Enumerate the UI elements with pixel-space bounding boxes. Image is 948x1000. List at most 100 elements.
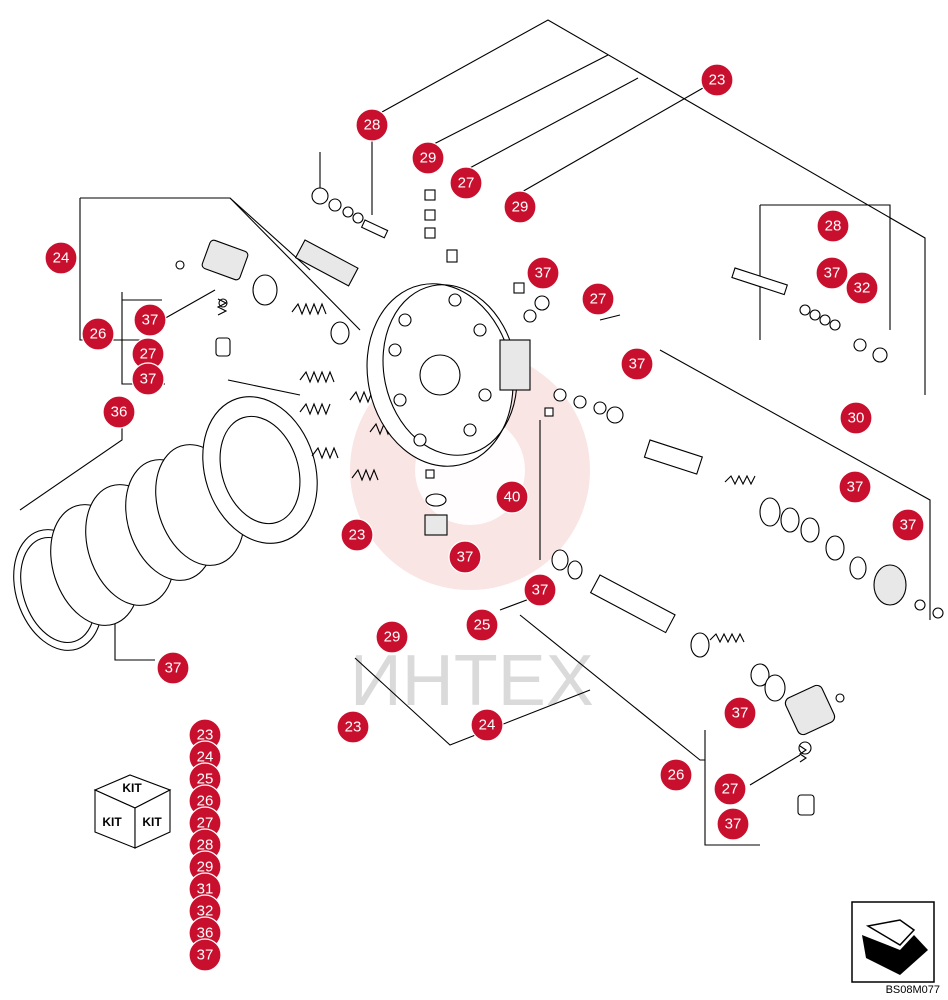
callout-37: 37 — [716, 807, 750, 841]
callout-number: 37 — [142, 312, 159, 329]
upper-valve-parts — [175, 187, 554, 536]
callout-circle — [620, 347, 654, 381]
callout-circle — [815, 256, 849, 290]
callout-24: 24 — [44, 241, 78, 275]
callout-number: 23 — [349, 527, 366, 544]
callout-number: 31 — [197, 881, 214, 898]
callout-circle — [340, 518, 374, 552]
callout-circle — [188, 938, 222, 972]
callout-number: 40 — [504, 489, 521, 506]
callout-circle — [838, 470, 872, 504]
callout-27: 27 — [713, 772, 747, 806]
callout-23: 23 — [336, 710, 370, 744]
callout-number: 29 — [197, 859, 214, 876]
callout-number: 27 — [590, 291, 607, 308]
callout-number: 24 — [53, 250, 70, 267]
callout-37: 37 — [523, 573, 557, 607]
brake-ring-set — [13, 396, 318, 651]
callout-circle — [713, 772, 747, 806]
callout-circle — [102, 395, 136, 429]
callout-37: 37 — [891, 508, 925, 542]
callout-37: 37 — [131, 362, 165, 396]
callout-36: 36 — [102, 395, 136, 429]
callout-circle — [659, 758, 693, 792]
kit-icon-label-left: KIT — [102, 815, 122, 829]
kit-icon-label-top: KIT — [122, 781, 142, 795]
callout-number: 28 — [197, 837, 214, 854]
callout-number: 32 — [854, 280, 871, 297]
leader-lines — [19, 19, 931, 846]
callout-circle — [891, 508, 925, 542]
callout-circle — [131, 362, 165, 396]
callout-number: 37 — [535, 265, 552, 282]
callout-26: 26 — [81, 317, 115, 351]
callout-number: 37 — [725, 816, 742, 833]
callout-circle — [503, 190, 537, 224]
callout-29: 29 — [411, 141, 445, 175]
callout-number: 24 — [479, 717, 496, 734]
callout-number: 37 — [165, 660, 182, 677]
callout-circle — [375, 620, 409, 654]
callout-circle — [523, 573, 557, 607]
callout-number: 37 — [197, 947, 214, 964]
valve-plate — [366, 283, 531, 467]
callout-23: 23 — [700, 63, 734, 97]
callout-number: 28 — [825, 218, 842, 235]
callout-number: 37 — [900, 517, 917, 534]
callout-number: 24 — [197, 749, 214, 766]
callout-circle — [581, 282, 615, 316]
callout-number: 27 — [458, 175, 475, 192]
callout-37: 37 — [723, 696, 757, 730]
callout-number: 37 — [629, 356, 646, 373]
callout-32: 32 — [845, 271, 879, 305]
callout-37: 37 — [156, 651, 190, 685]
kit-box-icon: KIT KIT KIT — [93, 774, 172, 849]
callout-number: 29 — [384, 629, 401, 646]
callout-25: 25 — [465, 608, 499, 642]
next-page-arrow-icon[interactable] — [851, 901, 935, 983]
callout-number: 26 — [90, 326, 107, 343]
kit-icon-label-right: KIT — [142, 815, 162, 829]
callout-number: 37 — [532, 582, 549, 599]
callout-37: 37 — [133, 303, 167, 337]
right-valve-spool — [553, 267, 944, 619]
callout-circle — [411, 141, 445, 175]
callout-40: 40 — [495, 480, 529, 514]
callout-number: 29 — [420, 150, 437, 167]
callout-circle — [133, 303, 167, 337]
callout-number: 28 — [364, 117, 381, 134]
callout-37: 37 — [815, 256, 849, 290]
callout-30: 30 — [839, 401, 873, 435]
callout-27: 27 — [449, 166, 483, 200]
callout-circle — [526, 256, 560, 290]
callout-number: 27 — [197, 815, 214, 832]
callout-circle — [465, 608, 499, 642]
callout-number: 32 — [197, 903, 214, 920]
callout-circle — [448, 540, 482, 574]
callout-37: 37 — [620, 347, 654, 381]
callout-number: 27 — [722, 781, 739, 798]
callout-number: 37 — [732, 705, 749, 722]
callout-circle — [470, 708, 504, 742]
callout-circle — [336, 710, 370, 744]
callout-28: 28 — [816, 209, 850, 243]
callout-circle — [716, 807, 750, 841]
callout-number: 23 — [345, 719, 362, 736]
callout-37: 37 — [448, 540, 482, 574]
callout-circle — [495, 480, 529, 514]
callout-number: 36 — [111, 404, 128, 421]
callout-37: 37 — [526, 256, 560, 290]
callout-28: 28 — [355, 108, 389, 142]
callout-circle — [700, 63, 734, 97]
callout-number: 29 — [512, 199, 529, 216]
callout-number: 37 — [140, 371, 157, 388]
callout-number: 37 — [457, 549, 474, 566]
callout-circle — [44, 241, 78, 275]
callout-number: 26 — [668, 767, 685, 784]
callout-circle — [839, 401, 873, 435]
callout-circle — [449, 166, 483, 200]
callout-29: 29 — [375, 620, 409, 654]
callout-number: 23 — [709, 72, 726, 89]
